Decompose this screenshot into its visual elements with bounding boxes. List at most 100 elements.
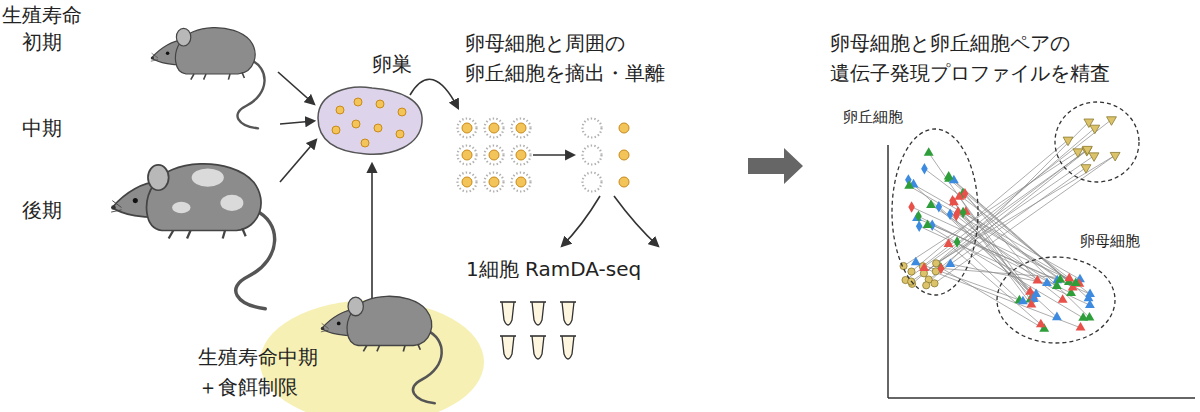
stage-label: 初期 bbox=[22, 30, 62, 54]
cell-grid-part bbox=[485, 119, 504, 138]
ellipse-outline bbox=[996, 256, 1116, 344]
scatter-plot-part bbox=[911, 257, 921, 266]
cluster-outline bbox=[1055, 102, 1139, 182]
scatter-plot-part bbox=[960, 207, 967, 218]
mouse-young-part bbox=[151, 28, 265, 129]
plot-axes bbox=[888, 145, 1195, 398]
scatter-plot-part bbox=[1058, 294, 1068, 303]
ellipse-outline bbox=[997, 257, 1115, 343]
scatter-plot-part bbox=[1084, 119, 1094, 128]
tube-icons-part bbox=[500, 301, 516, 303]
scatter-plot-part bbox=[1090, 125, 1100, 134]
flow-arrows bbox=[278, 72, 658, 298]
ovary-part-part bbox=[361, 139, 369, 147]
ovary-part-part bbox=[332, 126, 340, 134]
stage-label: 後期 bbox=[22, 198, 62, 222]
cell-grid-part bbox=[458, 119, 477, 138]
scatter-plot-part bbox=[919, 262, 929, 271]
cluster-ellipse: 卵母細胞 bbox=[996, 256, 1116, 344]
scatter-plot-part bbox=[937, 262, 944, 273]
tube-icons bbox=[500, 302, 576, 359]
cell-grid-part bbox=[619, 150, 629, 160]
mouse-young bbox=[151, 28, 265, 129]
scatter-plot-part bbox=[1052, 312, 1062, 321]
flow-arrows-part bbox=[280, 140, 316, 182]
scatter-plot-part bbox=[1110, 152, 1120, 161]
scatter-plot-part bbox=[923, 219, 933, 228]
scatter-plot-part bbox=[1055, 274, 1065, 283]
mouse-old bbox=[111, 164, 274, 309]
scatter-plot-part bbox=[908, 201, 915, 212]
organ-label: 卵巣 bbox=[372, 52, 412, 76]
scatter-plot-part bbox=[1033, 275, 1043, 284]
tube-icons-part bbox=[560, 335, 576, 337]
scatter-plot-part bbox=[1078, 312, 1088, 321]
tube-icons-part bbox=[530, 335, 546, 337]
ovary-part-part bbox=[398, 108, 406, 116]
step-caption: 卵母細胞と卵丘細胞ペアの 遺伝子発現プロファイルを精査 bbox=[830, 28, 1120, 88]
cell-grid-part bbox=[512, 146, 531, 165]
plot-axes-part bbox=[888, 397, 1195, 399]
mouse-old-part bbox=[172, 202, 190, 214]
scatter-plot-part bbox=[949, 195, 956, 206]
ovary-part-part bbox=[374, 124, 382, 132]
ovary-part bbox=[318, 87, 422, 154]
cell-grid-part bbox=[583, 146, 602, 165]
scatter-plot-part bbox=[936, 150, 1087, 271]
flow-arrows-part bbox=[280, 121, 314, 124]
scatter-plot-part bbox=[938, 263, 945, 274]
scatter-plot-part bbox=[1089, 153, 1099, 162]
ovary-part-part bbox=[336, 106, 344, 114]
flow-arrows-part bbox=[614, 196, 658, 246]
scatter-plot-part bbox=[911, 156, 1094, 282]
flow-arrows-part bbox=[278, 72, 314, 104]
scatter-plot-part bbox=[954, 236, 961, 247]
cell-grid-part bbox=[512, 119, 531, 138]
cell-grid-part bbox=[462, 177, 472, 187]
cell-grid-part bbox=[489, 177, 499, 187]
ovary bbox=[318, 87, 422, 154]
tube-icons-part bbox=[530, 301, 546, 303]
cluster-ellipse: 卵丘細胞 bbox=[891, 128, 979, 296]
scatter-plot-part bbox=[1107, 117, 1117, 126]
scatter-plot bbox=[900, 117, 1120, 332]
cluster-label: 卵丘細胞 bbox=[841, 108, 905, 126]
cell-grid-part bbox=[489, 123, 499, 133]
cell-grid-part bbox=[462, 150, 472, 160]
plot-axes-part bbox=[887, 145, 889, 398]
cell-grid-part bbox=[516, 177, 526, 187]
scatter-plot-part bbox=[912, 128, 1095, 284]
scatter-plot-part bbox=[929, 168, 1086, 280]
scatter-plot-part bbox=[1084, 293, 1094, 302]
cell-grid-part bbox=[583, 173, 602, 192]
scatter-plot-part bbox=[926, 122, 1089, 285]
scatter-plot-part bbox=[947, 208, 954, 219]
flow-arrows-part bbox=[410, 79, 458, 108]
tube-icons-part bbox=[502, 336, 514, 359]
ovary-part-part bbox=[352, 120, 360, 128]
cell-grid-part bbox=[516, 123, 526, 133]
scatter-plot-part bbox=[931, 280, 938, 287]
scatter-plot-part bbox=[1076, 322, 1086, 331]
scatter-plot-part bbox=[921, 163, 928, 174]
scatter-plot-part bbox=[1042, 278, 1052, 287]
scatter-plot-part bbox=[953, 210, 960, 221]
big-arrow bbox=[748, 148, 803, 184]
scatter-plot-part bbox=[924, 147, 934, 156]
scatter-plot-part bbox=[904, 180, 914, 189]
tube-icons-part bbox=[560, 301, 576, 303]
tube-icons-part bbox=[502, 302, 514, 325]
scatter-plot-part bbox=[954, 191, 964, 200]
cell-grid-part bbox=[485, 146, 504, 165]
cell-grid-part bbox=[485, 173, 504, 192]
scatter-plot-part bbox=[944, 238, 954, 247]
scatter-plot-part bbox=[926, 199, 936, 208]
scatter-plot-part bbox=[923, 282, 930, 289]
cell-grid-part bbox=[458, 146, 477, 165]
scatter-plot-part bbox=[904, 152, 1078, 266]
cluster-label: 卵母細胞 bbox=[1078, 232, 1142, 250]
scatter-plot-part bbox=[916, 262, 1023, 301]
scatter-plot-part bbox=[1018, 296, 1028, 305]
scatter-plot-part bbox=[1031, 289, 1041, 298]
tube-icons-part bbox=[562, 302, 574, 325]
